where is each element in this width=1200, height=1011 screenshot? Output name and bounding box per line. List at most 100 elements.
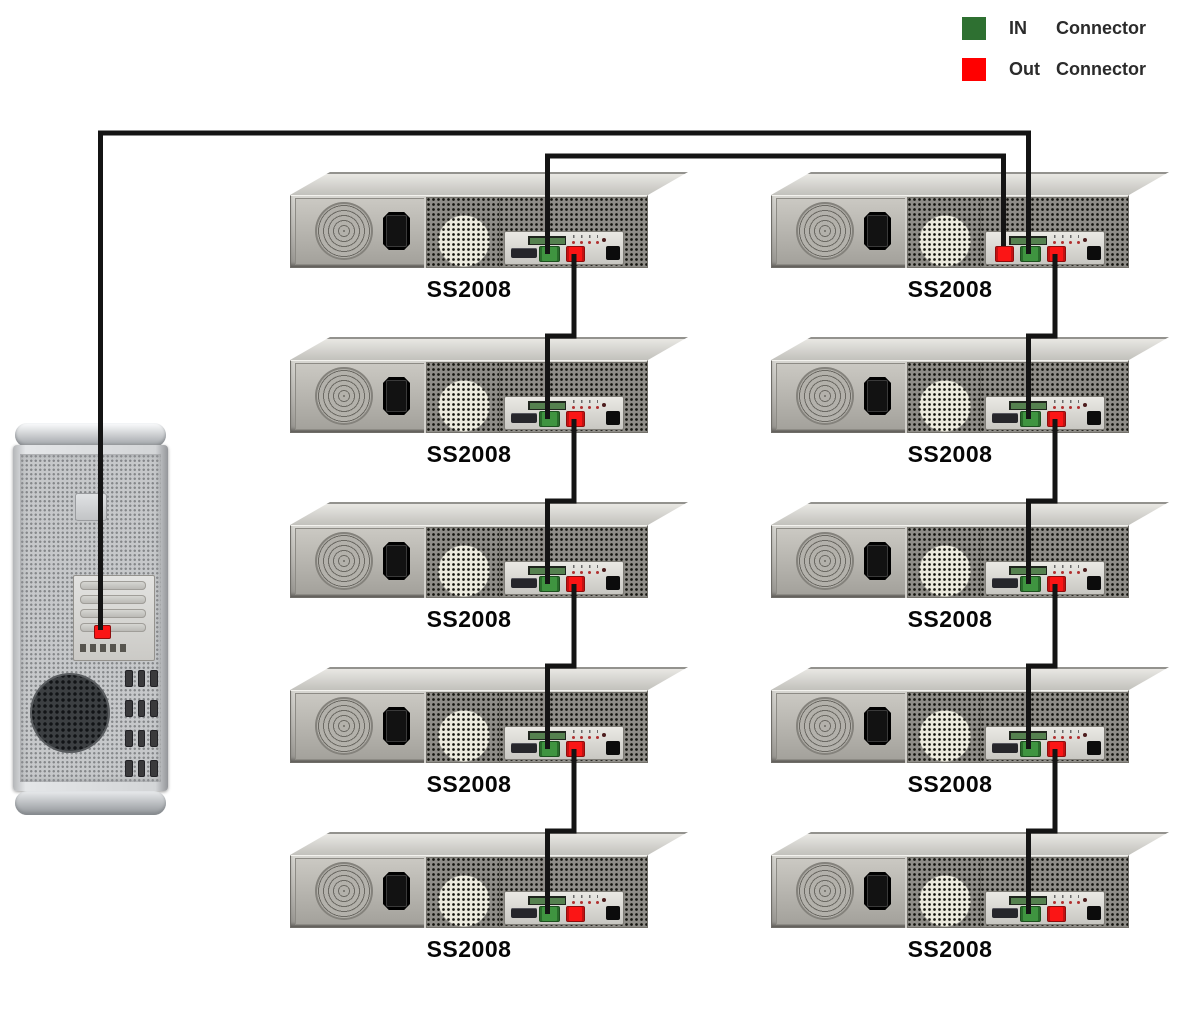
legend-in-word: Connector (1056, 17, 1146, 38)
out-connector (566, 411, 585, 427)
storage-enclosure: SS2008 (771, 502, 1169, 642)
in-connector (1020, 741, 1041, 757)
tower-pci-slot-panel (73, 575, 155, 661)
tower-port (125, 760, 133, 777)
out-connector (1047, 246, 1066, 262)
enclosure-top-face (290, 502, 688, 525)
legend-item-out: Out Connector (962, 53, 1194, 85)
io-panel (985, 561, 1105, 595)
io-panel (985, 231, 1105, 265)
storage-enclosure: SS2008 (771, 832, 1169, 972)
power-supply (295, 528, 425, 595)
psu-fan-grille (796, 532, 854, 590)
cooling-fan-mesh (905, 857, 982, 928)
psu-fan-grille (315, 367, 373, 425)
psu-fan-grille (796, 202, 854, 260)
enclosure-rear-face (771, 690, 1129, 763)
status-display (1009, 236, 1047, 245)
io-panel (504, 726, 624, 760)
out-connector (1047, 576, 1066, 592)
power-inlet (864, 542, 891, 580)
aux-port (511, 413, 537, 423)
tower-port (125, 670, 133, 687)
unit-label: SS2008 (426, 606, 512, 632)
aux-port (992, 908, 1018, 918)
psu-fan-grille (796, 697, 854, 755)
enclosure-top-face (771, 502, 1169, 525)
io-panel (504, 561, 624, 595)
out-connector (566, 246, 585, 262)
power-switch (606, 576, 620, 590)
enclosure-top-face (290, 667, 688, 690)
unit-label: SS2008 (907, 606, 993, 632)
enclosure-rear-face (290, 195, 648, 268)
power-inlet (383, 377, 410, 415)
enclosure-rear-face (290, 525, 648, 598)
io-panel (504, 396, 624, 430)
enclosure-top-face (290, 172, 688, 195)
storage-enclosure: SS2008 (290, 667, 688, 807)
psu-fan-grille (315, 862, 373, 920)
storage-enclosure: SS2008 (290, 337, 688, 477)
power-supply (295, 198, 425, 265)
power-switch (606, 246, 620, 260)
unit-label: SS2008 (426, 771, 512, 797)
tower-port (150, 730, 158, 747)
in-connector (1020, 411, 1041, 427)
pci-slot (80, 609, 146, 618)
status-display (528, 566, 566, 575)
power-switch (606, 906, 620, 920)
aux-port (992, 578, 1018, 588)
tower-port (125, 700, 133, 717)
tower-body (13, 445, 168, 791)
io-panel (504, 891, 624, 925)
cooling-fan-mesh (424, 197, 501, 268)
status-display (528, 731, 566, 740)
enclosure-top-face (771, 667, 1169, 690)
pci-slot (80, 595, 146, 604)
enclosure-top-face (290, 832, 688, 855)
enclosure-rear-face (290, 855, 648, 928)
status-display (528, 236, 566, 245)
enclosure-top-face (771, 832, 1169, 855)
out-connector (566, 576, 585, 592)
legend-out-word: Connector (1056, 58, 1146, 79)
unit-label: SS2008 (907, 771, 993, 797)
power-supply (776, 693, 906, 760)
in-connector (539, 906, 560, 922)
tower-top-handle (15, 423, 166, 447)
power-supply (295, 363, 425, 430)
power-switch (1087, 741, 1101, 755)
tower-logo-plate (75, 493, 107, 521)
enclosure-top-face (771, 172, 1169, 195)
power-switch (1087, 246, 1101, 260)
aux-port (511, 578, 537, 588)
enclosure-rear-face (290, 690, 648, 763)
out-connector (566, 906, 585, 922)
power-switch (1087, 906, 1101, 920)
enclosure-rear-face (771, 360, 1129, 433)
power-supply (776, 858, 906, 925)
aux-port (511, 248, 537, 258)
tower-bottom-foot (15, 791, 166, 815)
psu-fan-grille (315, 202, 373, 260)
host-out-connector (94, 625, 111, 639)
enclosure-rear-face (771, 195, 1129, 268)
pci-slot (80, 581, 146, 590)
tower-port-cluster (125, 670, 158, 782)
status-display (1009, 401, 1047, 410)
power-switch (1087, 411, 1101, 425)
unit-label: SS2008 (907, 936, 993, 962)
power-switch (1087, 576, 1101, 590)
power-switch (606, 411, 620, 425)
tower-port (137, 700, 146, 717)
host-workstation-tower (13, 423, 168, 815)
aux-port (511, 743, 537, 753)
storage-enclosure: SS2008 (771, 337, 1169, 477)
aux-port (511, 908, 537, 918)
tower-port (150, 760, 158, 777)
cooling-fan-mesh (424, 857, 501, 928)
out-connector (1047, 411, 1066, 427)
tower-fan-grille (30, 673, 110, 753)
power-switch (606, 741, 620, 755)
